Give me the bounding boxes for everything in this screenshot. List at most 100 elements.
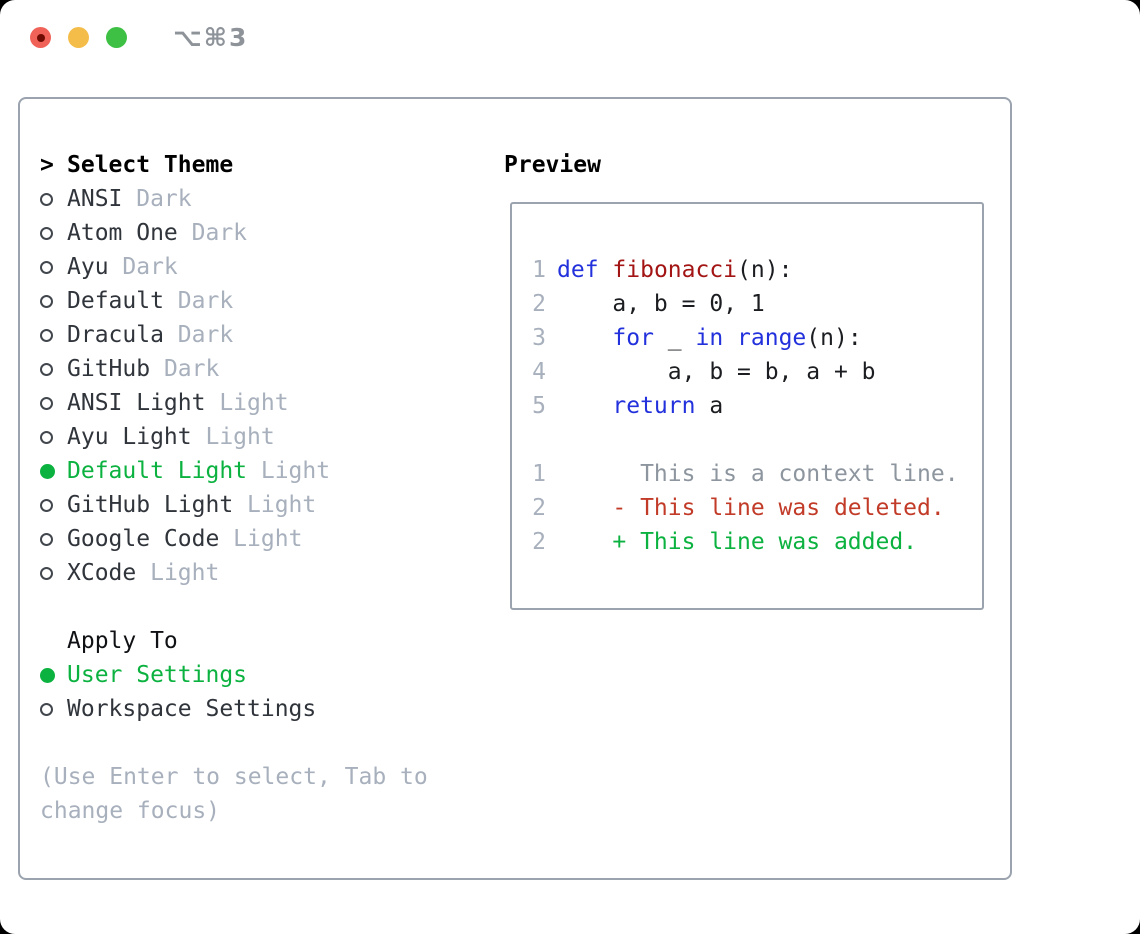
theme-variant-label: Dark (122, 186, 192, 212)
apply-option-workspace-settings[interactable]: Workspace Settings (40, 692, 428, 726)
code-token-context: This is a context line. (557, 461, 959, 487)
radio-unselected-icon (40, 226, 53, 240)
code-line: 2 - This line was deleted. (532, 491, 982, 525)
option-label: Workspace Settings (67, 696, 317, 722)
hint-text-line-1: (Use Enter to select, Tab to (40, 764, 428, 790)
line-number: 1 (532, 257, 546, 283)
radio-unselected-icon (40, 396, 53, 410)
titlebar: ⌥⌘3 (0, 0, 1140, 75)
preview-column: Preview (504, 148, 601, 182)
window-title-shortcut: ⌥⌘3 (173, 23, 249, 52)
code-token-plain: a, b = 0, 1 (557, 291, 765, 317)
theme-option-ansi-dark[interactable]: ANSI Dark (40, 182, 428, 216)
radio-cell (40, 216, 67, 250)
theme-option-atom-one-dark[interactable]: Atom One Dark (40, 216, 428, 250)
option-label: Ayu (67, 254, 109, 280)
radio-unselected-icon (40, 498, 53, 512)
code-token-plain: _ (653, 325, 696, 351)
radio-unselected-icon (40, 566, 53, 580)
radio-cell (40, 250, 67, 284)
code-line: 1 def fibonacci(n): (532, 253, 982, 287)
radio-cell (40, 386, 67, 420)
code-token-function: fibonacci (612, 257, 738, 283)
code-line: 2 a, b = 0, 1 (532, 287, 982, 321)
radio-unselected-icon (40, 328, 53, 342)
line-number: 4 (532, 359, 546, 385)
close-button-dot-icon (36, 33, 45, 42)
code-token-keyword: for (612, 325, 654, 351)
option-label: Atom One (67, 220, 178, 246)
code-token-plain: a (695, 393, 724, 419)
radio-unselected-icon (40, 192, 53, 206)
theme-option-ayu-light-light[interactable]: Ayu Light Light (40, 420, 428, 454)
theme-option-ayu-dark[interactable]: Ayu Dark (40, 250, 428, 284)
theme-variant-label: Dark (163, 288, 234, 314)
apply-to-header-row: Apply To (40, 624, 428, 658)
select-theme-header: Select Theme (67, 152, 234, 178)
line-number: 2 (532, 291, 546, 317)
theme-variant-label: Light (233, 492, 317, 518)
theme-variant-label: Light (191, 424, 275, 450)
code-line: 1 This is a context line. (532, 457, 982, 491)
code-token-added: + This line was added. (557, 529, 918, 555)
minimize-button[interactable] (68, 27, 89, 48)
code-token-plain: (n): (737, 257, 793, 283)
code-token-plain: a, b = b, a + b (557, 359, 876, 385)
radio-unselected-icon (40, 702, 53, 716)
apply-to-header: Apply To (67, 628, 178, 654)
option-label: ANSI (67, 186, 123, 212)
code-token-plain (599, 253, 613, 287)
code-token-keyword: in (695, 325, 724, 351)
select-theme-header-row: > Select Theme (40, 148, 428, 182)
option-label: ANSI Light (67, 390, 206, 416)
radio-selected-icon (40, 463, 55, 479)
option-label: XCode (67, 560, 137, 586)
radio-cell (40, 420, 67, 454)
radio-unselected-icon (40, 260, 53, 274)
radio-cell (40, 658, 67, 692)
theme-variant-label: Light (247, 458, 331, 484)
code-line: 5 return a (532, 389, 982, 423)
theme-variant-label: Light (219, 526, 303, 552)
radio-cell (40, 284, 67, 318)
theme-option-dracula-dark[interactable]: Dracula Dark (40, 318, 428, 352)
line-number: 5 (532, 393, 546, 419)
line-number: 2 (532, 495, 546, 521)
spacer (40, 726, 428, 760)
theme-option-ansi-light-light[interactable]: ANSI Light Light (40, 386, 428, 420)
radio-cell (40, 318, 67, 352)
theme-option-google-code-light[interactable]: Google Code Light (40, 522, 428, 556)
theme-option-github-dark[interactable]: GitHub Dark (40, 352, 428, 386)
code-line (532, 423, 982, 457)
code-line: 4 a, b = b, a + b (532, 355, 982, 389)
code-token-keyword: return (612, 393, 696, 419)
radio-unselected-icon (40, 532, 53, 546)
theme-variant-label: Light (136, 560, 220, 586)
theme-option-default-dark[interactable]: Default Dark (40, 284, 428, 318)
radio-cell (40, 522, 67, 556)
zoom-button[interactable] (106, 27, 127, 48)
option-label: Default Light (67, 458, 248, 484)
theme-variant-label: Dark (108, 254, 178, 280)
option-label: GitHub (67, 356, 151, 382)
close-button[interactable] (30, 27, 51, 48)
option-label: GitHub Light (67, 492, 234, 518)
option-label: Default (67, 288, 164, 314)
radio-cell (40, 454, 67, 488)
radio-cell (40, 556, 67, 590)
line-number: 1 (532, 461, 546, 487)
theme-variant-label: Dark (177, 220, 248, 246)
theme-option-default-light-light[interactable]: Default Light Light (40, 454, 428, 488)
option-label: Google Code (67, 526, 220, 552)
theme-option-xcode-light[interactable]: XCode Light (40, 556, 428, 590)
theme-variant-label: Dark (150, 356, 220, 382)
apply-option-user-settings[interactable]: User Settings (40, 658, 428, 692)
theme-option-github-light-light[interactable]: GitHub Light Light (40, 488, 428, 522)
radio-cell (40, 352, 67, 386)
code-token-keyword: def (557, 257, 599, 283)
preview-header: Preview (504, 152, 601, 178)
code-token-plain: (n): (806, 325, 862, 351)
